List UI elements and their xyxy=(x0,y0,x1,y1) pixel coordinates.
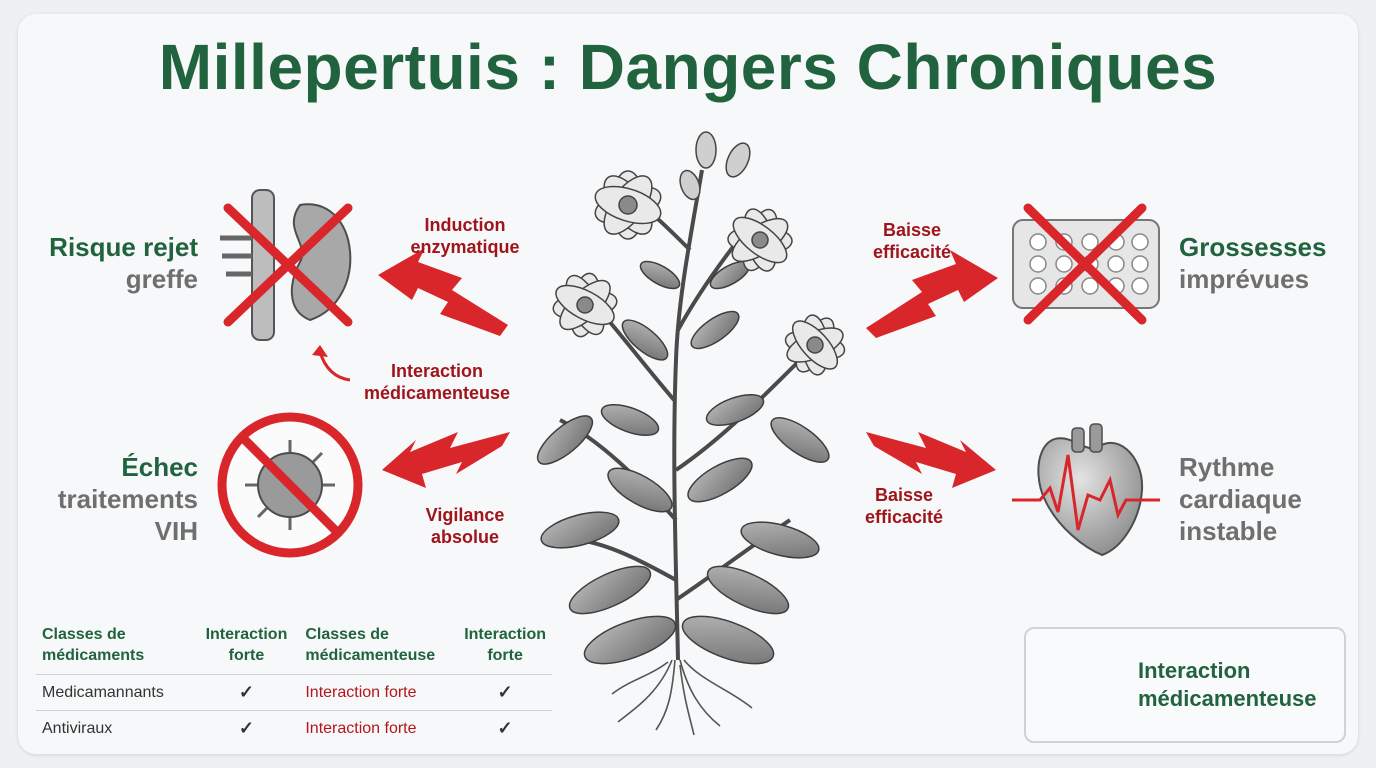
header-col3-line2: médicamenteuse xyxy=(305,647,436,664)
arrow-baisse-top xyxy=(866,250,998,338)
legend-line2: médicamenteuse xyxy=(1138,686,1317,711)
header-col2-line1: Interaction xyxy=(205,626,288,643)
label-vigilance-line1: Vigilance xyxy=(425,505,505,525)
header-interaction-forte-1: Interaction forte xyxy=(194,620,300,675)
check-icon: ✓ xyxy=(458,674,552,711)
effect-vih: Échec traitements VIH xyxy=(36,451,198,547)
check-icon: ✓ xyxy=(193,674,300,711)
effect-rythme-line2: cardiaque xyxy=(1179,484,1302,514)
check-icon: ✓ xyxy=(193,710,300,746)
effect-rejet-line2: greffe xyxy=(125,264,198,294)
effect-rythme-line1: Rythme xyxy=(1179,452,1275,482)
table-row: Antiviraux ✓ Interaction forte ✓ xyxy=(36,710,552,746)
header-classes-medicaments: Classes de médicaments xyxy=(36,620,194,675)
effect-vih-line1: Échec xyxy=(121,452,198,482)
header-col1-line2: médicaments xyxy=(42,647,145,664)
row-class-name: Antiviraux xyxy=(36,710,194,746)
effect-grossesses-line2: imprévues xyxy=(1179,264,1310,294)
label-interaction-line2: médicamenteuse xyxy=(363,383,511,403)
page-title: Millepertuis : Dangers Chroniques xyxy=(158,31,1218,103)
arrow-induction xyxy=(378,248,508,336)
label-baisse-bottom-line1: Baisse xyxy=(874,485,934,505)
header-col4-line1: Interaction xyxy=(464,626,546,643)
plant-leaves xyxy=(536,260,830,665)
table-header-row: Classes de médicaments Interaction forte… xyxy=(36,620,552,675)
small-arrowhead xyxy=(312,345,328,357)
label-interaction: Interaction médicamenteuse xyxy=(352,360,522,404)
contraceptive-pills-icon xyxy=(1012,203,1160,325)
drug-classes-table: Classes de médicaments Interaction forte… xyxy=(36,620,552,746)
table-row: Medicamannants ✓ Interaction forte ✓ xyxy=(36,674,552,711)
effect-grossesses-line1: Grossesses xyxy=(1179,232,1327,262)
effect-vih-line3: VIH xyxy=(154,516,198,546)
effect-arrows xyxy=(378,248,998,488)
label-interaction-line1: Interaction xyxy=(390,361,483,381)
check-icon: ✓ xyxy=(458,710,552,746)
arrow-baisse-bottom xyxy=(866,432,996,488)
label-induction-line2: enzymatique xyxy=(410,237,520,257)
row-interaction-text: Interaction forte xyxy=(299,710,459,746)
label-induction-line1: Induction xyxy=(424,215,506,235)
plant-roots xyxy=(611,659,753,736)
label-vigilance: Vigilance absolue xyxy=(400,504,530,548)
plant-flowers xyxy=(552,131,846,376)
header-col2-line2: forte xyxy=(228,647,265,664)
header-interaction-forte-2: Interaction forte xyxy=(458,620,552,675)
header-col1-line1: Classes de xyxy=(42,626,126,643)
label-baisse-bottom: Baisse efficacité xyxy=(844,484,964,528)
label-baisse-top-line2: efficacité xyxy=(872,242,952,262)
arrow-vigilance xyxy=(382,432,510,488)
header-col4-line2: forte xyxy=(487,647,523,664)
effect-grossesses: Grossesses imprévues xyxy=(1179,231,1349,295)
label-vigilance-line2: absolue xyxy=(430,527,500,547)
row-interaction-text: Interaction forte xyxy=(299,674,459,711)
label-baisse-top-line1: Baisse xyxy=(882,220,942,240)
legend-box: Interaction médicamenteuse xyxy=(1024,627,1346,743)
row-class-name: Medicamannants xyxy=(36,674,194,711)
legend-line1: Interaction xyxy=(1138,658,1251,683)
label-baisse-bottom-line2: efficacité xyxy=(864,507,944,527)
effect-rejet-line1: Risque rejet xyxy=(49,232,198,262)
virus-prohibited-icon xyxy=(217,412,363,558)
header-col3-line1: Classes de xyxy=(305,626,389,643)
effect-vih-line2: traitements xyxy=(57,484,198,514)
label-baisse-top: Baisse efficacité xyxy=(852,219,972,263)
effect-rejet: Risque rejet greffe xyxy=(36,231,198,295)
label-induction: Induction enzymatique xyxy=(390,214,540,258)
kidney-transplant-icon xyxy=(220,189,353,341)
legend-text: Interaction médicamenteuse xyxy=(1138,657,1338,713)
heart-ecg-icon xyxy=(1012,423,1160,557)
header-classes-medicamenteuse: Classes de médicamenteuse xyxy=(299,620,458,675)
effect-rythme-line3: instable xyxy=(1179,516,1278,546)
st-johns-wort-plant xyxy=(536,131,846,736)
effect-rythme: Rythme cardiaque instable xyxy=(1179,451,1349,547)
